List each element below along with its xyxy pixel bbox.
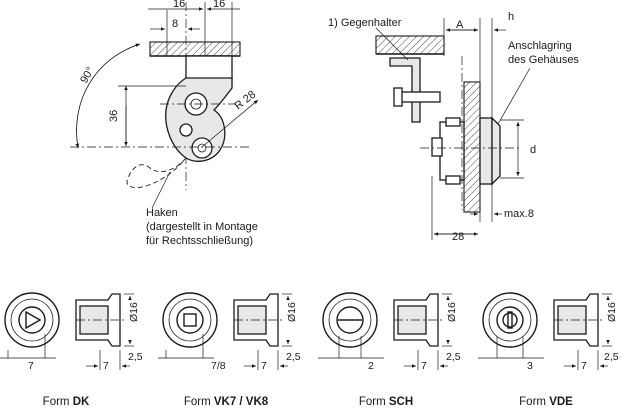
stop-ring [479,117,493,185]
stop-ring-label-2: des Gehäuses [508,54,579,66]
form-caption-prefix: Form [42,396,73,408]
dim-28: 28 [452,231,464,243]
counter-holder-label: 1) Gegenhalter [328,17,402,29]
form-dk-dia: Ø16 [128,302,140,322]
dim-16-right: 16 [213,0,225,10]
angle-label: 90° [78,65,97,85]
form-sch-dim-side: 7 [421,360,427,372]
form-caption-prefix: Form [519,396,550,408]
square-profile-icon [183,313,197,327]
angle-arc [76,43,141,149]
counter-holder [389,57,421,123]
form-dk-dim-side2: 2,5 [128,351,143,363]
mounting-plate-hatch [149,41,241,57]
dim-h: h [508,11,514,23]
dim-max8: max.8 [504,208,534,220]
dim-36: 36 [108,110,120,122]
form-dk-dim-side: 7 [103,360,109,372]
vde-profile-icon [502,312,518,328]
right-view-drawing [375,18,531,240]
form-sch-dim-side2: 2,5 [446,351,461,363]
hook-annotation-line3: für Rechtsschließung) [146,235,253,247]
form-vde-dia: Ø16 [606,302,618,322]
form-sch-drawing [318,292,452,370]
form-vk-dim-side2: 2,5 [286,351,301,363]
form-caption-prefix: Form [183,396,214,408]
stop-ring-label-1: Anschlagring [508,40,572,52]
form-vk-dim-side: 7 [261,360,267,372]
form-caption-name: VK7 / VK8 [213,396,269,408]
dim-d: d [530,144,536,156]
hook-dashed-outline [126,157,187,189]
counter-plate-hatch [375,35,445,55]
hook-leader [151,171,171,209]
lock-housing [185,55,233,81]
form-vde-drawing [478,292,612,370]
door-panel-hatch [463,81,481,213]
form-sch-dia: Ø16 [446,302,458,322]
form-vk-dim-bottom: 7/8 [211,360,226,372]
form-dk-drawing [0,292,134,370]
form-vk-drawing [158,292,292,370]
lock-body [439,121,465,181]
triangle-profile-icon [25,310,42,330]
form-caption-vde: Form VDE [519,396,573,408]
stop-ring-leader [497,67,531,125]
left-view-drawing: 90° 36 R 28 [70,2,259,209]
hook-annotation-line1: Haken [146,207,178,219]
form-vk-dia: Ø16 [286,302,298,322]
hook-annotation-line2: (dargestellt in Montage [146,221,258,233]
dim-16-left: 16 [173,0,185,10]
form-caption-name: DK [72,396,90,408]
form-vde-dim-side: 7 [581,360,587,372]
form-caption-prefix: Form [358,396,389,408]
form-dk-dim-bottom: 7 [28,360,34,372]
form-caption-vk: Form VK7 / VK8 [184,396,268,408]
form-sch-dim-bottom: 2 [368,360,374,372]
form-caption-dk: Form DK [43,396,90,408]
form-vde-dim-side2: 2,5 [604,351,619,363]
radius-label: R 28 [232,89,258,113]
hook-annotation: Haken (dargestellt in Montage für Rechts… [146,206,258,248]
dim-A: A [456,19,464,31]
radius-leader [201,99,259,148]
form-caption-name: VDE [549,396,573,408]
form-caption-sch: Form SCH [359,396,413,408]
dim-8: 8 [172,18,178,30]
form-caption-name: SCH [388,396,414,408]
form-vde-dim-bottom: 3 [527,360,533,372]
